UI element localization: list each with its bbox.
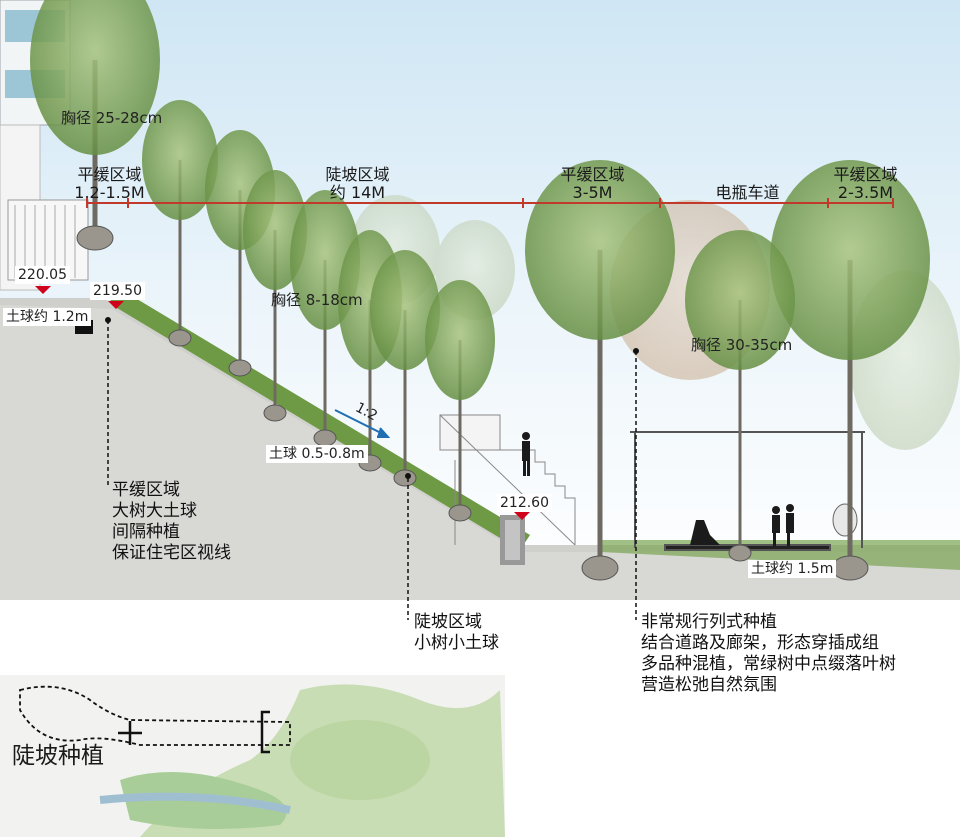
tree-canopy (425, 280, 495, 400)
soil-ball-flat: 土球约 1.5m (748, 560, 837, 578)
note-flat: 非常规行列式种植 结合道路及廊架，形态穿插成组 多品种混植，常绿树中点缀落叶树 … (641, 612, 896, 695)
soil-ball (581, 555, 619, 581)
soil-ball-upper: 土球约 1.2m (3, 308, 92, 326)
trees (30, 0, 930, 581)
tree-canopy (525, 160, 675, 340)
soil-ball (313, 429, 337, 447)
soil-ball-slope: 土球 0.5-0.8m (266, 445, 368, 463)
trunk-diameter-flat: 胸径 30-35cm (691, 336, 793, 354)
soil-ball (448, 504, 472, 522)
elevation-upper-edge: 219.50 (90, 282, 145, 300)
tree-canopy (685, 230, 795, 370)
leader-lines (107, 320, 637, 620)
soil-ball (168, 329, 192, 347)
tree-canopy (142, 100, 218, 220)
site-plan (0, 675, 505, 837)
tree-canopy (770, 160, 930, 360)
soil-ball (728, 544, 752, 562)
zone-label-2: 陡坡区域约 14M (325, 165, 390, 202)
dimension-line (86, 198, 894, 208)
note-upper: 平缓区域 大树大土球 间隔种植 保证住宅区视线 (112, 480, 231, 563)
soil-ball (228, 359, 252, 377)
slope-arrow (334, 409, 391, 438)
soil-ball (263, 404, 287, 422)
tree-canopy (370, 250, 440, 370)
slope-planting (108, 290, 530, 550)
retaining-wall (75, 320, 525, 565)
stairs (439, 414, 576, 546)
zone-label-4: 电瓶车道 (715, 183, 780, 202)
ground-section (0, 298, 960, 600)
tree-canopy (30, 0, 160, 155)
trunk-diameter-slope: 胸径 8-18cm (271, 291, 363, 309)
leader-dots (105, 317, 639, 479)
soil-ball (393, 469, 417, 487)
elevation-lower: 212.60 (497, 494, 552, 512)
elevation-upper-building: 220.05 (15, 266, 70, 284)
note-slope: 陡坡区域 小树小土球 (414, 612, 499, 653)
soil-ball (831, 555, 869, 581)
soil-ball (76, 225, 114, 251)
plan-title: 陡坡种植 (12, 743, 104, 769)
elevation-markers (35, 286, 530, 520)
trunk-diameter-top: 胸径 25-28cm (61, 109, 163, 127)
